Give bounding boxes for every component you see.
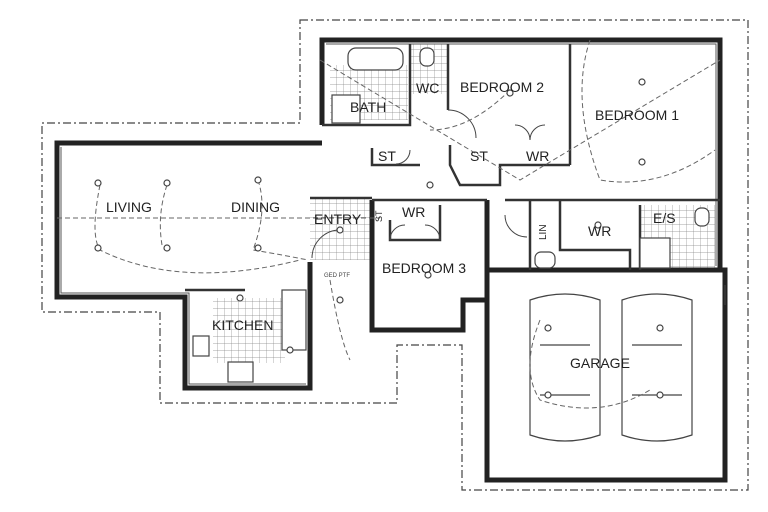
label-living: LIVING: [106, 199, 152, 215]
room-labels: BEDROOM 2 BEDROOM 1 BATH WC ST ST WR ENT…: [106, 79, 679, 371]
stove: [227, 361, 254, 383]
bathtub: [347, 47, 404, 71]
label-wr-3: WR: [588, 223, 611, 239]
label-st-2: ST: [470, 148, 488, 164]
external-walls: [54, 37, 728, 483]
label-st-3: ST: [374, 210, 384, 222]
kitchen-bench: [281, 289, 307, 351]
label-entry: ENTRY: [314, 211, 362, 227]
kitchen-sink: [192, 335, 210, 357]
label-wr-1: WR: [526, 148, 549, 164]
laundry-tub: [534, 251, 556, 269]
label-bath: BATH: [350, 99, 386, 115]
shower-ensuite: [639, 237, 671, 269]
shower-bath: [331, 94, 361, 124]
label-kitchen: KITCHEN: [212, 317, 273, 333]
label-ensuite: E/S: [653, 210, 676, 226]
boundary-line: [41, 19, 749, 491]
label-dining: DINING: [231, 199, 280, 215]
toilet-wc: [419, 47, 435, 67]
label-wr-2: WR: [402, 204, 425, 220]
label-bedroom-2: BEDROOM 2: [460, 79, 544, 95]
fixtures: [192, 47, 710, 383]
light-points: [94, 78, 664, 399]
electrical-wiring: [57, 39, 721, 409]
internal-walls: [185, 44, 720, 292]
label-st-1: ST: [378, 148, 396, 164]
label-gpo-note: GED PTF: [324, 273, 350, 279]
toilet-ensuite: [694, 207, 710, 227]
label-garage: GARAGE: [570, 355, 630, 371]
label-lin: LIN: [538, 224, 549, 240]
label-bedroom-3: BEDROOM 3: [382, 260, 466, 276]
label-wc: WC: [416, 80, 439, 96]
label-bedroom-1: BEDROOM 1: [595, 107, 679, 123]
door-swings: [311, 109, 726, 305]
